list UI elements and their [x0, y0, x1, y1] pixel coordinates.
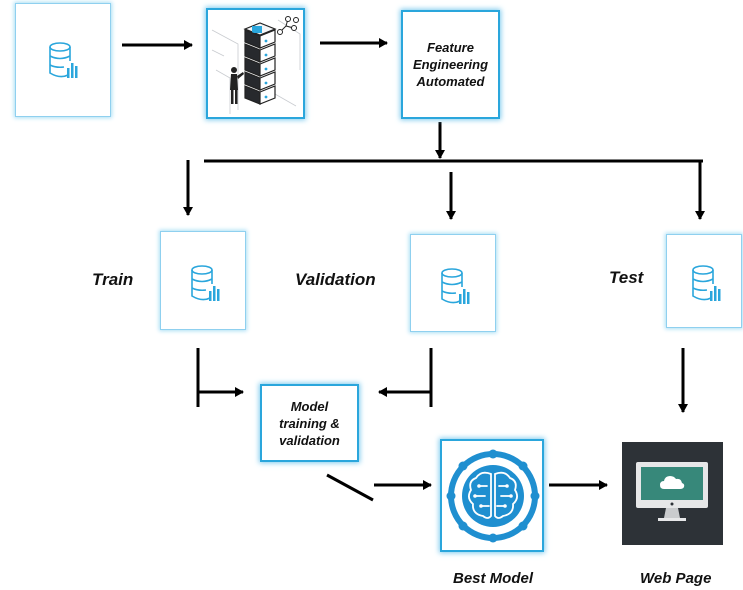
validation-label: Validation — [295, 270, 376, 289]
database-chart-icon — [49, 42, 78, 78]
model-diagonal-line — [326, 473, 374, 502]
server-person-icon — [211, 16, 301, 114]
server-node — [206, 8, 305, 119]
web-page-node — [622, 442, 723, 545]
best-model-node — [440, 439, 544, 552]
person-figure — [230, 67, 244, 104]
source-data-node — [15, 3, 111, 117]
database-chart-icon — [441, 268, 470, 304]
train-label: Train — [92, 270, 134, 289]
database-chart-icon — [692, 265, 721, 301]
model-training-box: Model training & validation — [260, 384, 359, 462]
train-data-node — [160, 231, 246, 330]
best-model-label: Best Model — [453, 570, 534, 587]
validation-data-node — [410, 234, 496, 332]
test-data-node — [666, 234, 742, 328]
test-label: Test — [609, 268, 644, 287]
monitor-cloud-icon — [636, 462, 708, 521]
web-page-label: Web Page — [640, 570, 712, 587]
brain-circuit-icon — [446, 449, 540, 543]
feature-engineering-box: Feature Engineering Automated — [401, 10, 500, 119]
database-chart-icon — [191, 265, 220, 301]
